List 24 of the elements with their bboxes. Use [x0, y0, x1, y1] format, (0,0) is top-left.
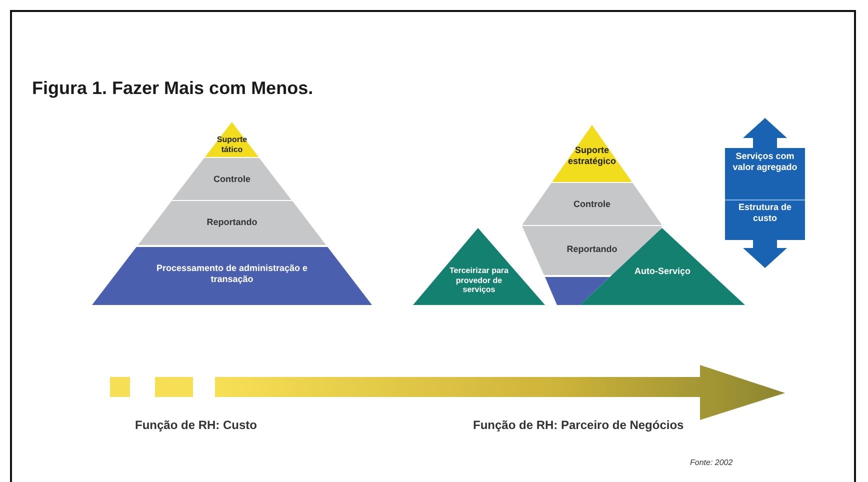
axis-caption: Função de RH: Custo — [135, 418, 257, 432]
double-arrow-box — [725, 118, 805, 268]
shape-label: Suporte estratégico — [566, 145, 618, 167]
shape-label: Controle — [212, 174, 252, 185]
source-note: Fonte: 2002 — [690, 458, 733, 467]
shape-label: Estrutura de custo — [737, 202, 792, 224]
shape-label: Terceirizar para provedor de serviços — [448, 266, 510, 295]
axis-caption: Função de RH: Parceiro de Negócios — [473, 418, 684, 432]
pyramid-base — [92, 247, 372, 305]
diamond-band — [522, 183, 662, 225]
pyramid-tip — [552, 125, 632, 182]
shape-label: Reportando — [206, 217, 258, 228]
triangle — [413, 228, 545, 305]
shape-label: Processamento de administração e transação — [155, 263, 309, 285]
shape-label: Controle — [572, 199, 612, 210]
shape-label: Serviços com valor agregado — [732, 151, 798, 173]
pyramid-tip — [205, 122, 259, 157]
shape-label: Suporte tático — [216, 135, 248, 154]
shape-label: Auto-Serviço — [633, 266, 692, 277]
shape-label: Reportando — [566, 244, 618, 255]
pyramid-band — [138, 201, 326, 245]
diamond-base — [545, 277, 610, 305]
figure-title: Figura 1. Fazer Mais com Menos. — [32, 78, 314, 99]
pyramid-band — [172, 158, 292, 200]
